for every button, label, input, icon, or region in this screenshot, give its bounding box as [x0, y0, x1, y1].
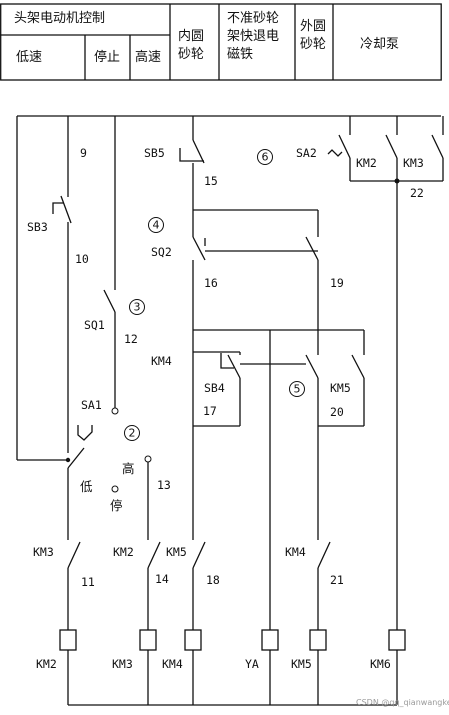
coil-label-km6: KM6	[370, 657, 391, 671]
label-sa1: SA1	[81, 398, 102, 412]
label-km5-mid: KM5	[330, 381, 351, 395]
region-number-2: 2	[129, 427, 136, 440]
region-number-3: 3	[134, 301, 141, 314]
coil-label-ya: YA	[245, 657, 259, 671]
label-km3-bottom: KM3	[33, 545, 54, 559]
label-sq2: SQ2	[151, 245, 172, 259]
header-coolant-pump: 冷却泵	[360, 37, 399, 52]
header-inner-wheel-line1: 内圆	[178, 28, 204, 44]
wire-number-17: 17	[203, 404, 217, 418]
label-km3-top: KM3	[403, 156, 424, 170]
header-headstock-title: 头架电动机控制	[14, 11, 105, 26]
label-sb3: SB3	[27, 220, 48, 234]
region-number-5: 5	[294, 383, 301, 396]
header-no-rapid-line3: 磁铁	[227, 47, 253, 62]
label-km5-bottom: KM5	[166, 545, 187, 559]
coil-label-km2: KM2	[36, 657, 57, 671]
header-stop: 停止	[94, 49, 120, 65]
header-low-speed: 低速	[16, 50, 42, 65]
wire-number-14: 14	[155, 572, 169, 586]
region-marker-6	[257, 149, 273, 165]
header-table	[0, 3, 442, 81]
label-sa2: SA2	[296, 146, 317, 160]
region-number-6: 6	[262, 151, 269, 164]
sa1-position-stop: 停	[110, 498, 123, 513]
sa1-position-high: 高	[122, 461, 135, 476]
wire-number-22: 22	[410, 186, 424, 200]
region-marker-2	[124, 425, 140, 441]
label-km2-bottom: KM2	[113, 545, 134, 559]
wire-number-20: 20	[330, 405, 344, 419]
region-number-4: 4	[153, 219, 160, 232]
header-high-speed: 高速	[135, 49, 161, 65]
watermark: CSDN @qq_qianwangkej	[356, 698, 449, 707]
region-marker-4	[148, 217, 164, 233]
wire-number-21: 21	[330, 573, 344, 587]
label-sb5: SB5	[144, 146, 165, 160]
wire-number-19: 19	[330, 276, 344, 290]
region-marker-5	[289, 381, 305, 397]
label-sq1: SQ1	[84, 318, 105, 332]
label-km2-top: KM2	[356, 156, 377, 170]
wire-number-9: 9	[80, 146, 87, 160]
coil-label-km3: KM3	[112, 657, 133, 671]
header-outer-wheel-line1: 外圆	[300, 19, 326, 34]
wire-number-15: 15	[204, 174, 218, 188]
wire-number-18: 18	[206, 573, 220, 587]
header-inner-wheel-line2: 砂轮	[178, 47, 204, 62]
header-no-rapid-line2: 架快退电	[227, 29, 279, 44]
sa1-position-low: 低	[80, 479, 93, 494]
wire-number-11: 11	[81, 575, 95, 589]
label-sb4: SB4	[204, 381, 225, 395]
wire-number-10: 10	[75, 252, 89, 266]
wiring	[16, 115, 444, 706]
coil-label-km5: KM5	[291, 657, 312, 671]
header-no-rapid-line1: 不准砂轮	[227, 11, 279, 26]
label-km4-bottom: KM4	[285, 545, 306, 559]
header-outer-wheel-line2: 砂轮	[300, 37, 326, 52]
label-km4-mid: KM4	[151, 354, 172, 368]
coil-label-km4: KM4	[162, 657, 183, 671]
region-marker-3	[129, 299, 145, 315]
wire-number-12: 12	[124, 332, 138, 346]
wire-number-13: 13	[157, 478, 171, 492]
coils	[59, 629, 406, 651]
wire-number-16: 16	[204, 276, 218, 290]
